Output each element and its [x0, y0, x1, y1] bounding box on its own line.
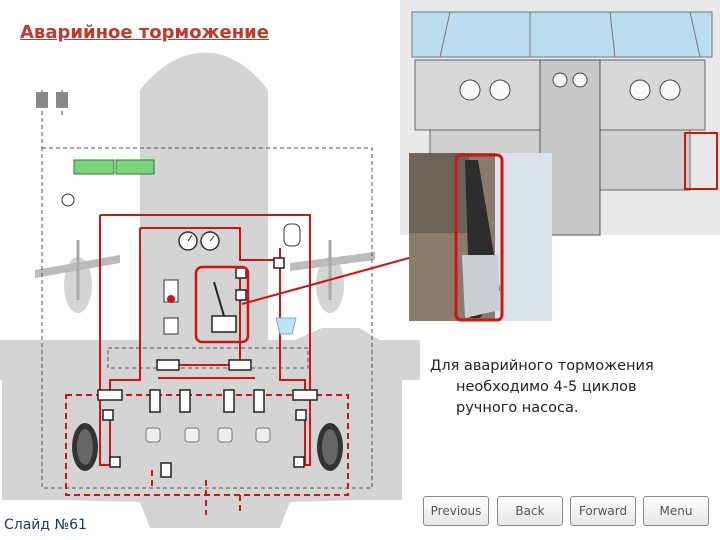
slide-number: Слайд №61 — [4, 517, 87, 533]
pump-closeup-photo — [409, 153, 552, 322]
instruction-line-2: необходимо 4-5 циклов — [456, 379, 637, 395]
forward-button[interactable]: Forward — [570, 496, 636, 526]
pressure-switches — [36, 92, 155, 207]
previous-button[interactable]: Previous — [423, 496, 489, 526]
landing-gear-wheels — [72, 423, 343, 471]
cockpit-photo — [400, 0, 720, 236]
accumulator — [163, 223, 301, 335]
hand-pump-highlight — [194, 265, 250, 344]
back-button[interactable]: Back — [497, 496, 563, 526]
aircraft-silhouette — [0, 52, 420, 528]
menu-button[interactable]: Menu — [643, 496, 709, 526]
instruction-line-1: Для аварийного торможения — [430, 358, 654, 374]
red-dashed-lines — [65, 394, 349, 515]
instruction-line-3: ручного насоса. — [456, 400, 579, 416]
gauges — [178, 231, 220, 251]
slide-title: Аварийное торможение — [20, 22, 269, 43]
valves — [97, 257, 318, 478]
instruction-text: Для аварийного торможения необходимо 4-5… — [430, 356, 710, 419]
